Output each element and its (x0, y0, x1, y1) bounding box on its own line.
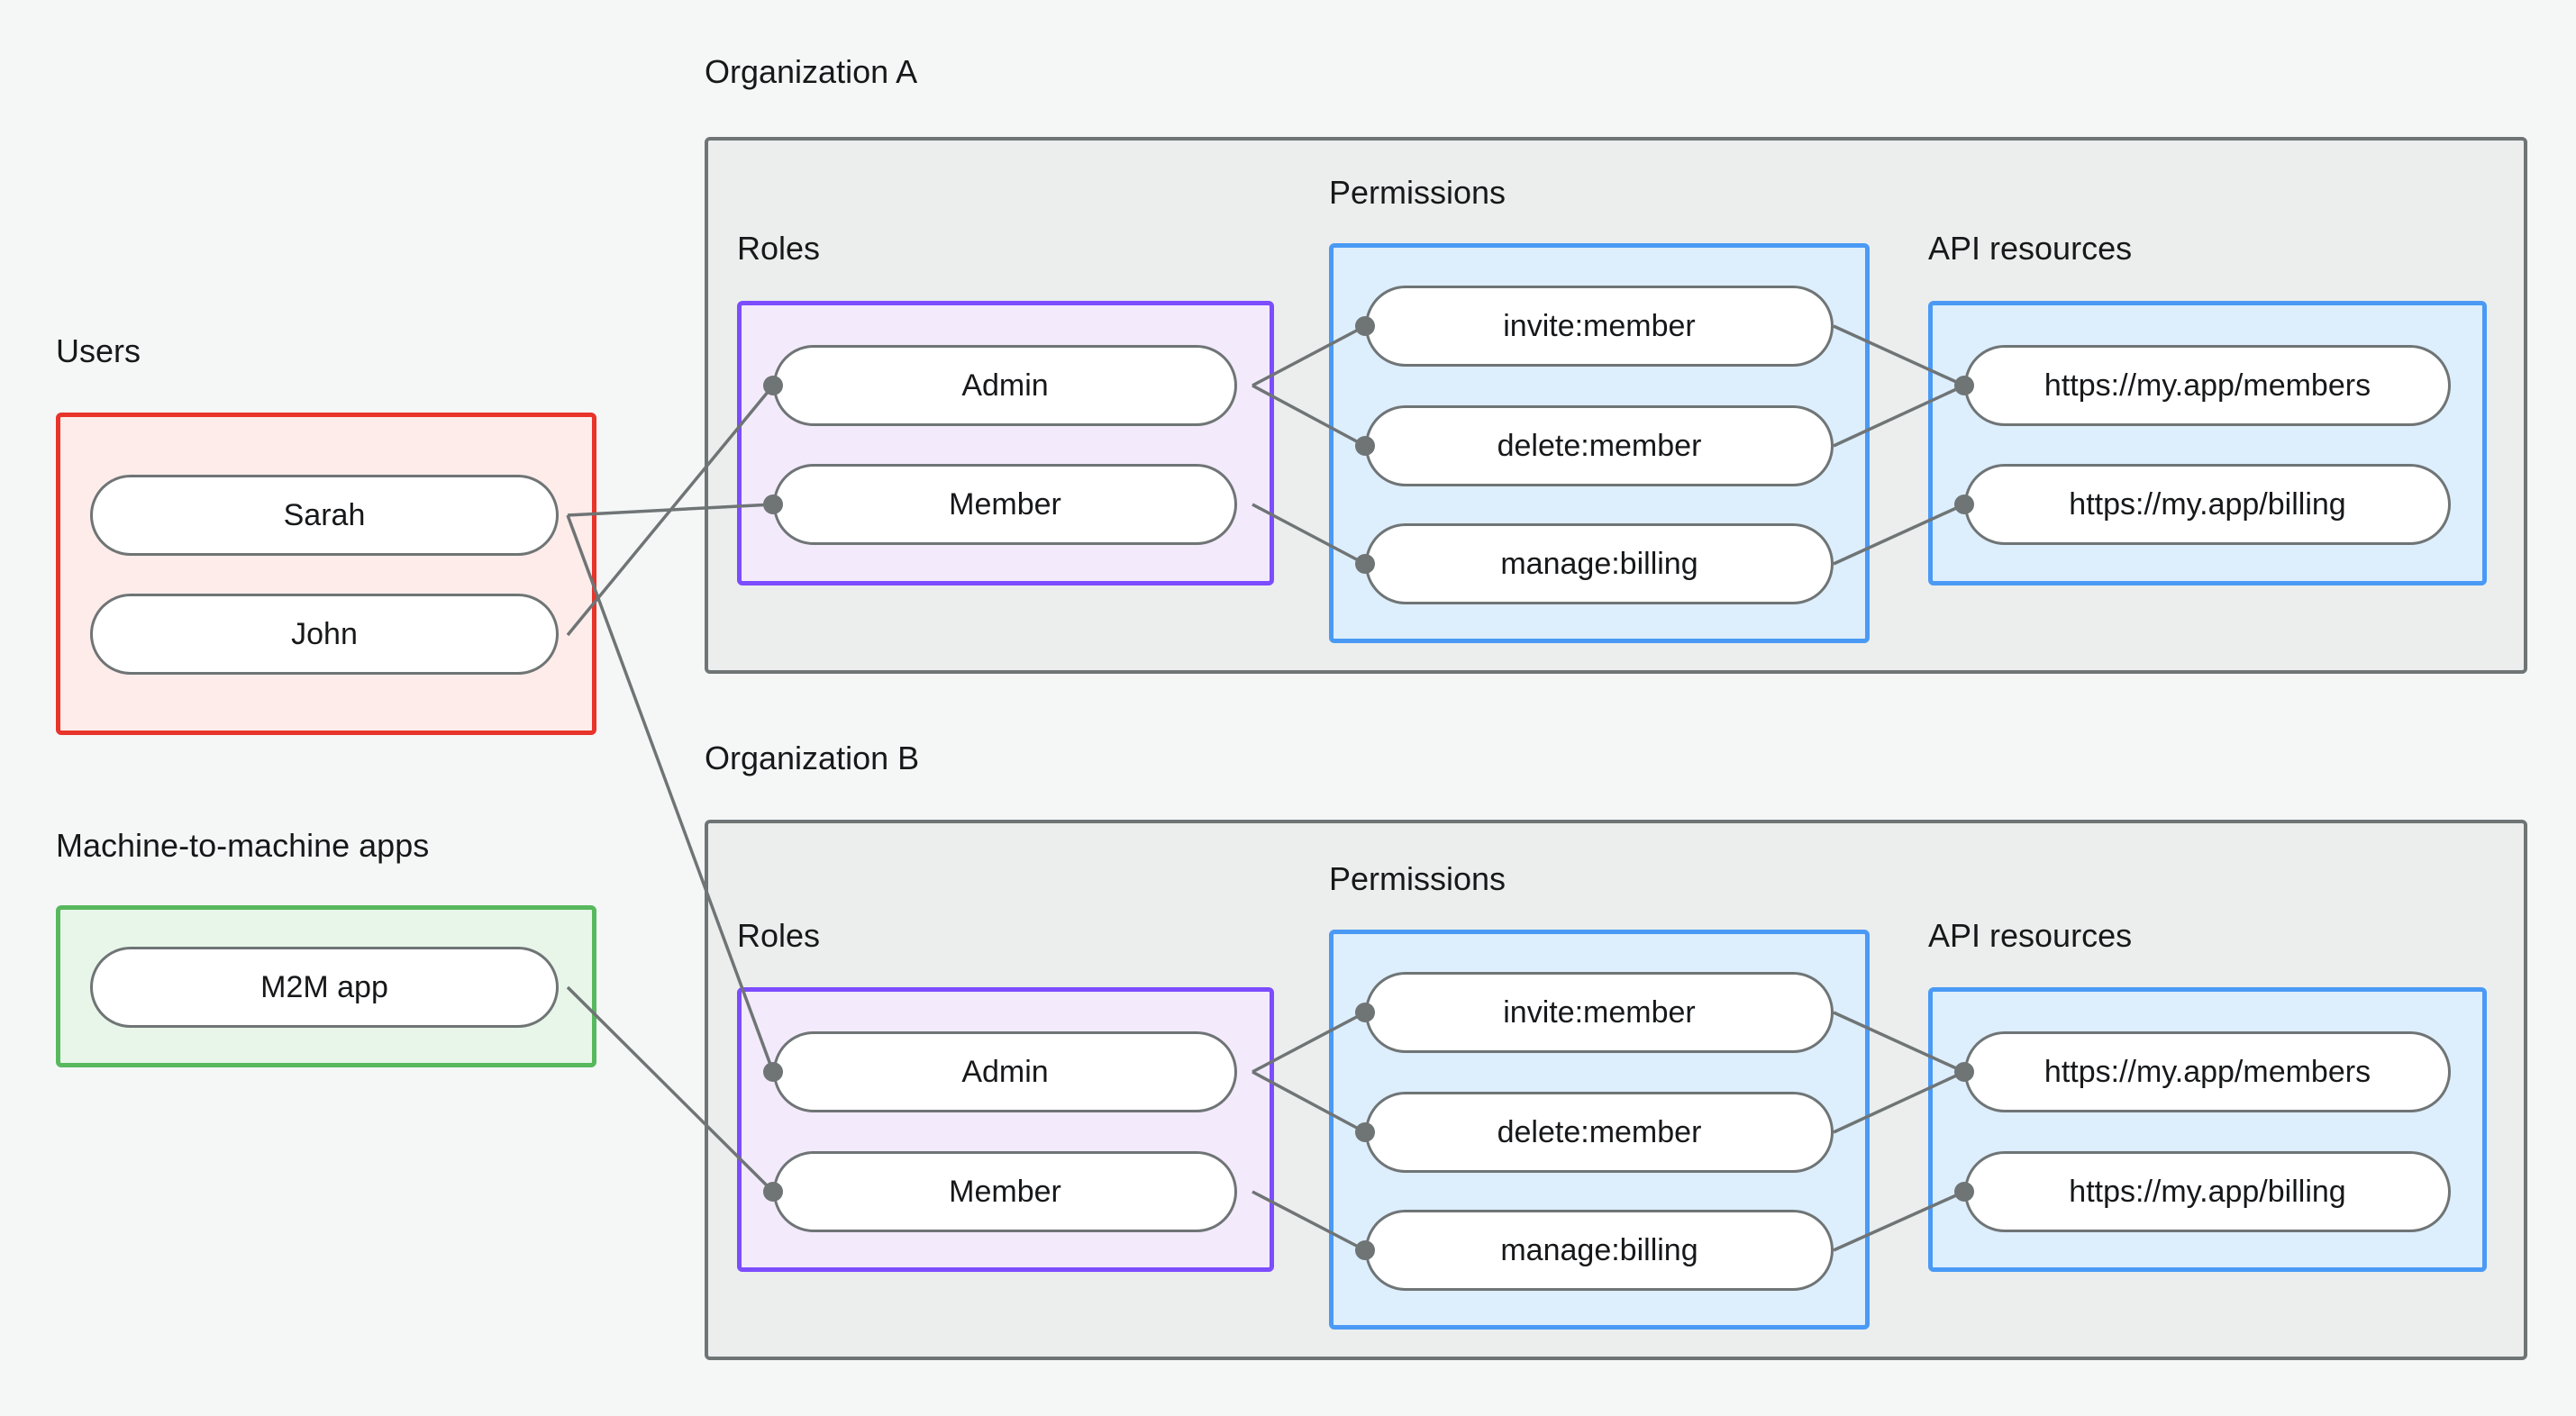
orgb-permission-pill-invite-member[interactable]: invite:member (1365, 972, 1834, 1053)
orga-api-resources-label: API resources (1928, 230, 2133, 267)
user-pill-sarah[interactable]: Sarah (90, 475, 559, 556)
orga-permissions-label: Permissions (1329, 174, 1506, 211)
organization-a-label: Organization A (705, 53, 918, 90)
users-group-box (56, 413, 596, 735)
orga-role-pill-member[interactable]: Member (773, 464, 1237, 545)
orga-permission-pill-invite-member[interactable]: invite:member (1365, 286, 1834, 367)
orga-api-pill-billing[interactable]: https://my.app/billing (1964, 464, 2451, 545)
orga-api-pill-members[interactable]: https://my.app/members (1964, 345, 2451, 426)
orga-roles-label: Roles (737, 230, 821, 267)
orgb-permissions-label: Permissions (1329, 860, 1506, 897)
orgb-permission-pill-manage-billing[interactable]: manage:billing (1365, 1210, 1834, 1291)
organization-b-label: Organization B (705, 740, 920, 776)
users-group-label: Users (56, 332, 141, 369)
orgb-role-pill-admin[interactable]: Admin (773, 1031, 1237, 1112)
user-pill-john[interactable]: John (90, 594, 559, 675)
orgb-api-pill-members[interactable]: https://my.app/members (1964, 1031, 2451, 1112)
m2m-group-label: Machine-to-machine apps (56, 827, 430, 864)
orgb-role-pill-member[interactable]: Member (773, 1151, 1237, 1232)
m2m-pill-app[interactable]: M2M app (90, 947, 559, 1028)
orgb-api-resources-label: API resources (1928, 917, 2133, 954)
orgb-api-pill-billing[interactable]: https://my.app/billing (1964, 1151, 2451, 1232)
orga-permission-pill-manage-billing[interactable]: manage:billing (1365, 523, 1834, 604)
orga-permission-pill-delete-member[interactable]: delete:member (1365, 405, 1834, 486)
orgb-roles-label: Roles (737, 917, 821, 954)
orgb-permission-pill-delete-member[interactable]: delete:member (1365, 1092, 1834, 1173)
orga-role-pill-admin[interactable]: Admin (773, 345, 1237, 426)
